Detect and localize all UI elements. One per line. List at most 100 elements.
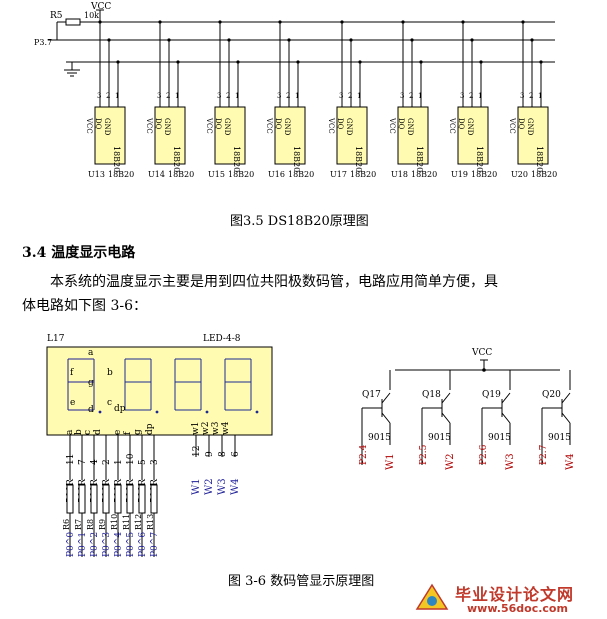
segment-pin-number: 5 bbox=[138, 459, 148, 465]
port-label: P0^5 bbox=[126, 532, 136, 557]
segment-pin-number: 4 bbox=[90, 459, 100, 465]
pin-number: 2 bbox=[106, 92, 110, 100]
resistor-R7 bbox=[78, 484, 86, 514]
pin-number: 1 bbox=[115, 92, 119, 100]
resistor-R10 bbox=[114, 484, 122, 514]
transistor-net: W3 bbox=[505, 453, 516, 470]
digit-net-label: W2 bbox=[204, 478, 215, 495]
segment-pin-number: 7 bbox=[78, 459, 88, 465]
chip-U15 bbox=[214, 106, 246, 165]
chip-pin-name: DQ bbox=[397, 118, 405, 130]
chip-part: 18B20 bbox=[228, 170, 254, 179]
chip-ref: U19 bbox=[451, 170, 468, 179]
resistor-ref: R11 bbox=[122, 514, 131, 530]
paragraph-line-1: 本系统的温度显示主要是用到四位共阳极数码管，电路应用简单方便，具 bbox=[50, 274, 498, 290]
segment-pin-number: 1 bbox=[114, 459, 124, 465]
chip-pin-name: GND bbox=[103, 118, 111, 136]
chip-part-label: 18B20 bbox=[535, 146, 544, 172]
chip-ref: U13 bbox=[88, 170, 105, 179]
chip-pin-name: VCC bbox=[327, 117, 335, 134]
pin-number: 1 bbox=[235, 92, 239, 100]
transistor-ref: Q19 bbox=[482, 390, 501, 400]
transistor-part: 9015 bbox=[488, 433, 511, 443]
pin-number: 3 bbox=[217, 92, 221, 100]
segment-label-a: a bbox=[88, 348, 94, 358]
led-pin-label: g bbox=[133, 429, 143, 435]
chip-pin-name: DQ bbox=[457, 118, 465, 130]
segment-label-e: e bbox=[70, 398, 75, 408]
vcc-junction bbox=[482, 368, 486, 372]
junction-dot bbox=[349, 38, 353, 42]
led-pin-label: e bbox=[113, 430, 123, 435]
vcc-label: VCC bbox=[90, 2, 111, 12]
chip-U16 bbox=[274, 106, 306, 165]
pin-number: 2 bbox=[409, 92, 413, 100]
pin-number: 3 bbox=[400, 92, 404, 100]
resistor-R6 bbox=[66, 484, 74, 514]
resistor-label: R5 bbox=[50, 11, 63, 21]
pin-number: 1 bbox=[418, 92, 422, 100]
chip-U19 bbox=[457, 106, 489, 165]
transistor-ref: Q17 bbox=[362, 390, 381, 400]
q-Q19-emitter bbox=[501, 392, 511, 404]
chip-part: 18B20 bbox=[471, 170, 497, 179]
port-label: P0^6 bbox=[138, 532, 148, 557]
chip-U18 bbox=[397, 106, 429, 165]
transistor-port: P2.4 bbox=[359, 444, 369, 465]
segment-label-g: g bbox=[88, 378, 94, 388]
digit-pin-number: 6 bbox=[231, 451, 241, 457]
pin-number: 1 bbox=[478, 92, 482, 100]
chip-pin-name: GND bbox=[223, 118, 231, 136]
resistor-ref: R12 bbox=[134, 514, 143, 530]
watermark-logo bbox=[415, 583, 449, 610]
chip-part: 18B20 bbox=[288, 170, 314, 179]
junction-dot bbox=[167, 38, 171, 42]
resistor-ref: R9 bbox=[98, 519, 107, 530]
digit-net-label: W4 bbox=[230, 478, 241, 495]
led-pin-label: w3 bbox=[211, 421, 221, 435]
chip-pin-name: GND bbox=[345, 118, 353, 136]
chip-part-label: 18B20 bbox=[415, 146, 424, 172]
watermark-footer: 毕业设计论文网 www.56doc.com bbox=[411, 579, 601, 619]
chip-part: 18B20 bbox=[108, 170, 134, 179]
q-Q17-collector bbox=[381, 412, 391, 424]
port-label: P3.7 bbox=[34, 38, 52, 47]
chip-U13 bbox=[94, 106, 126, 165]
transistor-part: 9015 bbox=[368, 433, 391, 443]
pin-number: 3 bbox=[97, 92, 101, 100]
junction-dot bbox=[116, 60, 120, 64]
chip-pin-name: GND bbox=[526, 118, 534, 136]
digit-4-dp bbox=[255, 410, 259, 414]
port-label: P0^2 bbox=[90, 532, 100, 557]
resistor-R8 bbox=[90, 484, 98, 514]
chip-part-label: 18B20 bbox=[232, 146, 241, 172]
chip-pin-name: GND bbox=[466, 118, 474, 136]
port-label: P0^1 bbox=[78, 532, 88, 557]
digit-net-label: W3 bbox=[217, 478, 228, 495]
led-ref: L17 bbox=[47, 334, 65, 344]
chip-part: 18B20 bbox=[350, 170, 376, 179]
junction-dot bbox=[401, 20, 405, 24]
transistor-net: W1 bbox=[385, 453, 396, 470]
transistor-port: P2.5 bbox=[419, 444, 429, 465]
segment-pin-number: 2 bbox=[102, 459, 112, 465]
junction-dot bbox=[530, 38, 534, 42]
junction-dot bbox=[419, 60, 423, 64]
pin-number: 1 bbox=[295, 92, 299, 100]
resistor-ref: R10 bbox=[110, 514, 119, 530]
chip-pin-name: DQ bbox=[94, 118, 102, 130]
chip-part-label: 18B20 bbox=[172, 146, 181, 172]
junction-dot bbox=[227, 38, 231, 42]
pin-number: 2 bbox=[286, 92, 290, 100]
pin-number: 3 bbox=[460, 92, 464, 100]
junction-dot bbox=[287, 38, 291, 42]
chip-ref: U16 bbox=[268, 170, 285, 179]
chip-pin-name: DQ bbox=[154, 118, 162, 130]
resistor-ref: R13 bbox=[146, 514, 155, 530]
chip-pin-name: VCC bbox=[265, 117, 273, 134]
pin-number: 3 bbox=[339, 92, 343, 100]
resistor-ref: R6 bbox=[62, 519, 71, 530]
chip-pin-name: VCC bbox=[145, 117, 153, 134]
led-pin-label: f bbox=[123, 431, 133, 435]
